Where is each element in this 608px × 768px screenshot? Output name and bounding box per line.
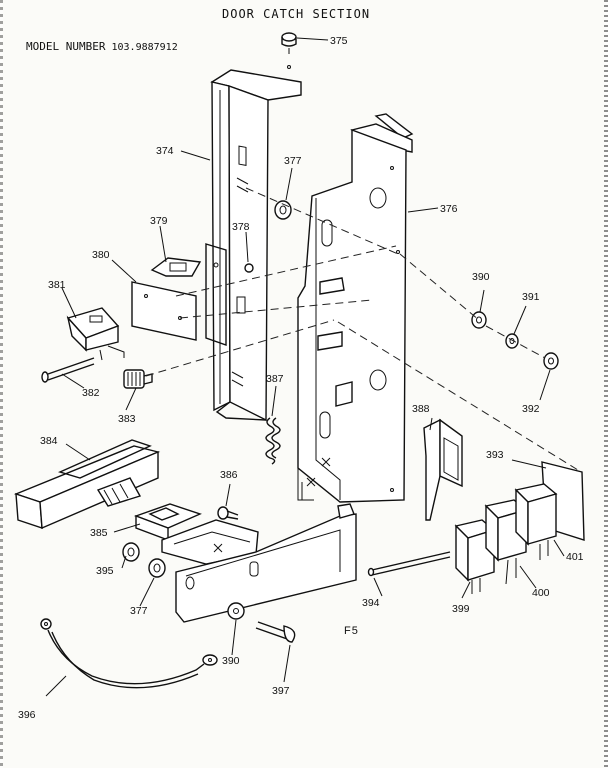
label-376: 376	[440, 203, 458, 215]
label-401: 401	[566, 551, 584, 563]
part-379-lever	[150, 243, 227, 346]
part-374-bracket	[210, 65, 302, 422]
label-379: 379	[150, 215, 168, 227]
part-380-plate	[131, 281, 197, 341]
alignment-lines	[145, 187, 579, 471]
part-391-washer	[505, 333, 519, 349]
part-382-screw	[41, 357, 95, 383]
part-377-washer-lower	[148, 558, 166, 578]
label-386: 386	[220, 469, 238, 481]
part-390-washer-right	[471, 311, 487, 329]
scan-edge-right	[604, 0, 608, 768]
label-397: 397	[272, 685, 290, 697]
label-400: 400	[532, 587, 550, 599]
part-labels: 375 374 377 376 378 379 380 381 382 383 …	[18, 35, 584, 721]
figure-code: F5	[344, 625, 359, 637]
model-number-line: MODEL NUMBER 103.9887912	[26, 40, 178, 53]
label-391: 391	[522, 291, 540, 303]
part-375-screw	[281, 32, 297, 54]
part-397-screw	[255, 621, 296, 643]
label-382: 382	[82, 387, 100, 399]
part-401-switch	[514, 483, 558, 560]
part-386-screw	[217, 506, 239, 520]
label-381: 381	[48, 279, 66, 291]
label-396: 396	[18, 709, 36, 721]
part-394-pin	[367, 551, 451, 577]
label-387: 387	[266, 373, 284, 385]
label-390-right: 390	[472, 271, 490, 283]
part-387-spring	[265, 417, 281, 465]
scan-edge-left	[0, 0, 3, 768]
part-384-escutcheon	[13, 439, 161, 530]
label-377-lower: 377	[130, 605, 148, 617]
part-381-switch	[66, 307, 125, 361]
label-393: 393	[486, 449, 504, 461]
part-base-bracket	[175, 503, 357, 623]
part-385-latch	[133, 503, 259, 565]
part-383-nut	[123, 369, 153, 389]
model-label: MODEL NUMBER	[26, 40, 106, 53]
leader-lines	[45, 37, 565, 697]
part-376-latch-plate	[297, 113, 414, 503]
label-384: 384	[40, 435, 58, 447]
part-378-stud	[244, 263, 254, 273]
label-377-upper: 377	[284, 155, 302, 167]
diagram-title: DOOR CATCH SECTION	[222, 7, 371, 21]
part-395-washer	[122, 542, 140, 562]
label-390-lower: 390	[222, 655, 240, 667]
label-374: 374	[156, 145, 174, 157]
label-385: 385	[90, 527, 108, 539]
label-383: 383	[118, 413, 136, 425]
label-380: 380	[92, 249, 110, 261]
label-392: 392	[522, 403, 540, 415]
part-396-ground-wire	[40, 618, 218, 689]
label-394: 394	[362, 597, 380, 609]
part-392-nut	[543, 352, 559, 370]
label-399: 399	[452, 603, 470, 615]
part-390-washer-lower	[227, 602, 245, 620]
model-number: 103.9887912	[111, 42, 178, 53]
label-378: 378	[232, 221, 250, 233]
label-375: 375	[330, 35, 348, 47]
label-388: 388	[412, 403, 430, 415]
label-395: 395	[96, 565, 114, 577]
part-388-bracket	[423, 418, 463, 521]
